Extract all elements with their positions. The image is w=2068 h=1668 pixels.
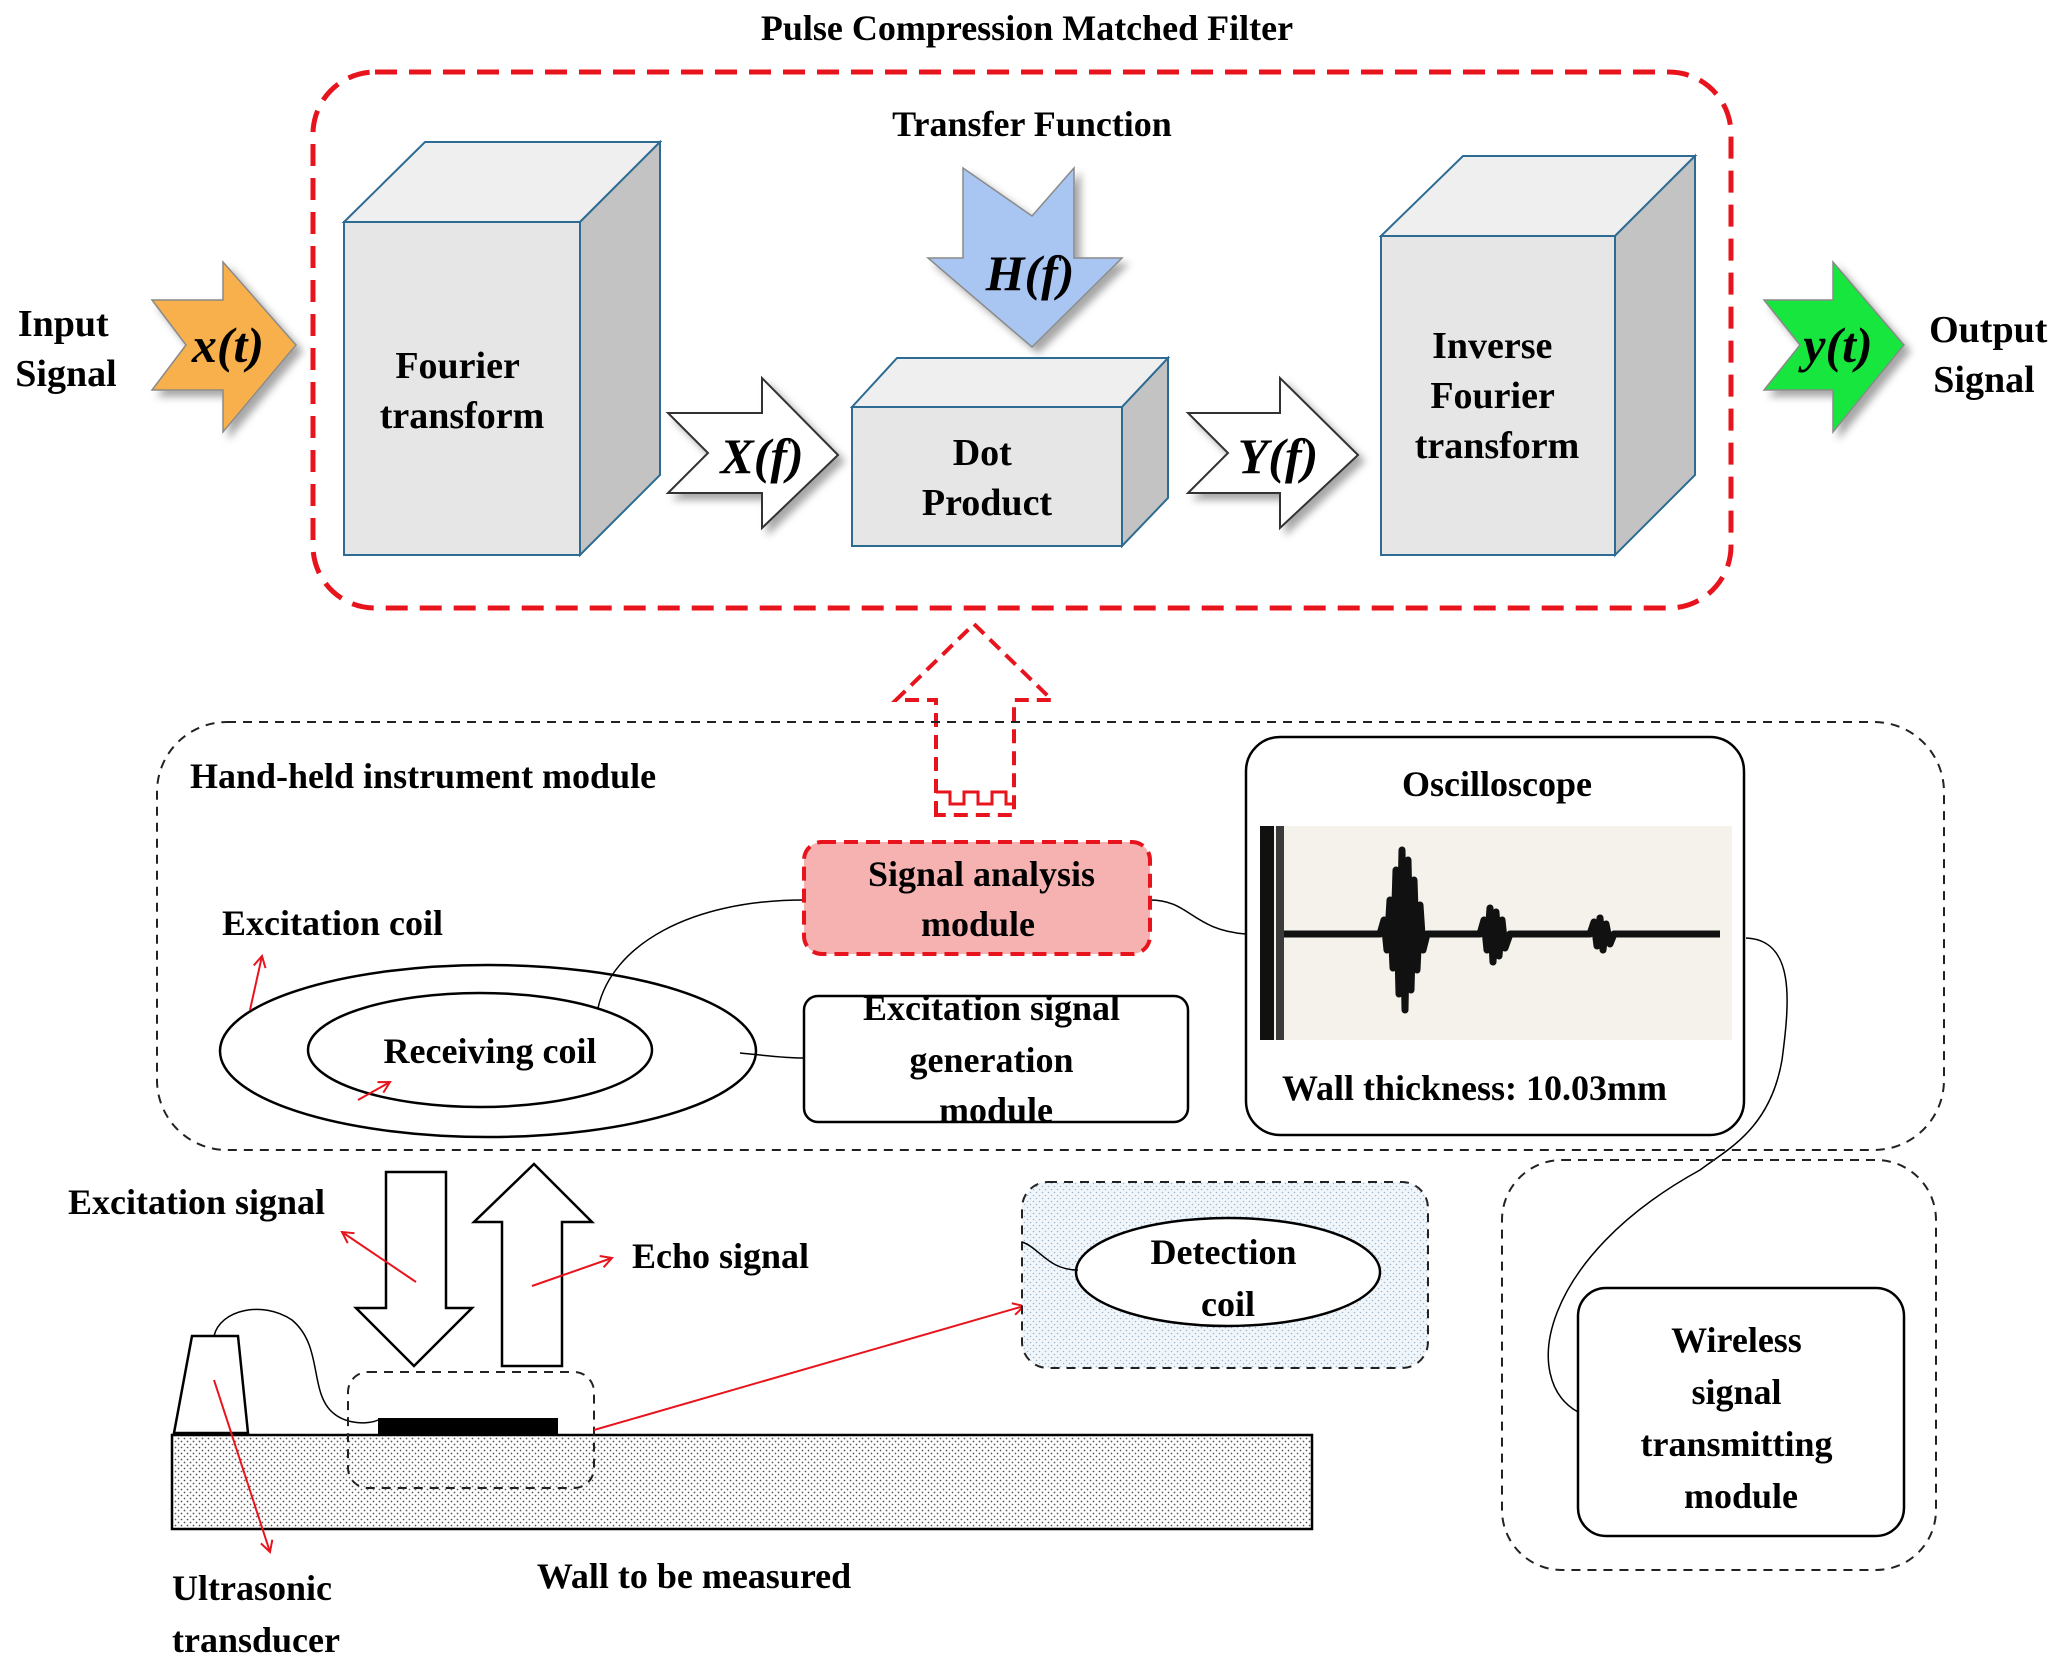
receiving-coil-callout (357, 1082, 390, 1101)
x-t-label: x(t) (191, 317, 264, 373)
excitation-coil-label: Excitation coil (222, 903, 443, 943)
coil-to-generator-wire (739, 1052, 805, 1059)
xf-arrow-icon (665, 375, 840, 531)
fourier-transform-box (341, 139, 663, 558)
wall-thickness-readout: Wall thickness: 10.03mm (1282, 1068, 1667, 1108)
wireless-module (1576, 1286, 1906, 1538)
y-t-label: y(t) (1798, 317, 1872, 373)
wireless-region (1501, 1159, 1937, 1571)
Y-f-label: Y(f) (1238, 428, 1319, 484)
transfer-function-label: Transfer Function (892, 104, 1172, 144)
oscilloscope-screen (1260, 826, 1732, 1040)
detection-coil-label: Detection coil (1151, 1232, 1306, 1324)
dot-product-box (849, 355, 1171, 549)
signal-analysis-module (802, 840, 1152, 956)
handheld-module-border (156, 721, 1945, 1151)
handheld-module-title: Hand-held instrument module (190, 756, 656, 796)
coil-to-analysis-wire (597, 899, 805, 1009)
output-signal-label: Output Signal (1929, 309, 2057, 401)
inverse-fourier-label: Inverse Fourier transform (1415, 325, 1580, 467)
input-arrow-icon (150, 260, 297, 435)
wireless-module-label: Wireless signal transmitting module (1641, 1320, 1842, 1516)
detection-coil-wire (1021, 1241, 1079, 1271)
X-f-label: X(f) (718, 428, 803, 484)
receiving-coil-label: Receiving coil (384, 1031, 597, 1071)
analysis-to-oscilloscope-wire (1149, 899, 1247, 935)
transfer-arrow-icon (925, 166, 1124, 349)
emat-probe-plate (378, 1418, 558, 1434)
dashed-up-arrow-icon (891, 621, 1057, 817)
wall-label: Wall to be measured (537, 1556, 851, 1596)
excitation-generation-module (802, 994, 1190, 1124)
fourier-transform-label: Fourier transform (380, 345, 545, 437)
echo-arrow-icon (470, 1162, 596, 1368)
ultrasonic-transducer-label: Ultrasonic transducer (172, 1568, 341, 1660)
transducer-callout (213, 1379, 270, 1552)
probe-to-detection-callout (593, 1306, 1024, 1431)
transducer-wire (213, 1308, 379, 1424)
excitation-signal-callout (342, 1232, 417, 1283)
echo-signal-label: Echo signal (632, 1236, 809, 1276)
excitation-arrow-icon (352, 1170, 476, 1368)
inverse-fourier-box (1378, 153, 1698, 558)
excitation-coil (218, 963, 758, 1139)
filter-title: Pulse Compression Matched Filter (761, 8, 1293, 48)
echo-signal-callout (531, 1258, 612, 1287)
dot-product-label: Dot Product (922, 432, 1053, 524)
yf-arrow-icon (1185, 375, 1360, 531)
output-arrow-icon (1762, 259, 1905, 435)
detection-coil (1074, 1216, 1382, 1328)
oscilloscope-to-wireless-wire (1547, 937, 1788, 1413)
matched-filter-border (310, 69, 1734, 611)
wall-to-be-measured (170, 1433, 1314, 1531)
excitation-signal-label: Excitation signal (68, 1182, 325, 1222)
receiving-coil (306, 991, 654, 1109)
ultrasonic-transducer (172, 1334, 250, 1435)
signal-analysis-label: Signal analysis module (868, 854, 1104, 944)
excitation-coil-callout (249, 956, 262, 1011)
excitation-generation-label: Excitation signal generation module (863, 988, 1129, 1130)
oscilloscope-title: Oscilloscope (1402, 764, 1592, 804)
input-signal-label: Input Signal (15, 303, 118, 395)
H-f-label: H(f) (985, 245, 1075, 301)
echo-waveform (1284, 846, 1720, 1014)
